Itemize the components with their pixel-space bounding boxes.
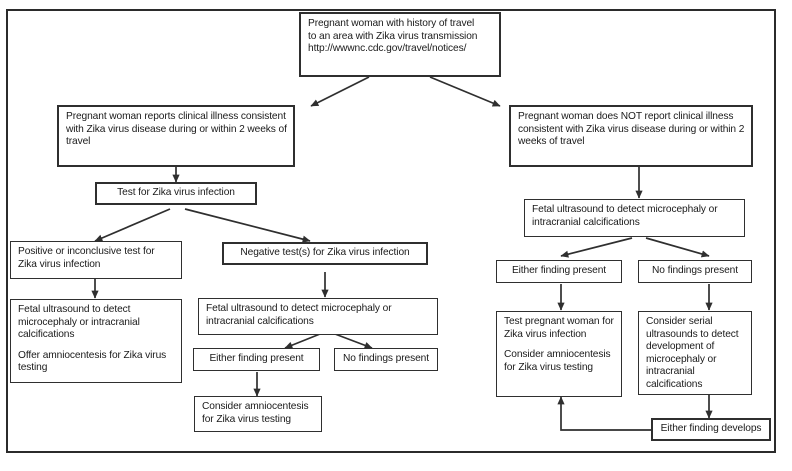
symptomatic-text: Pregnant woman reports clinical illness … (66, 111, 287, 148)
node-negative-amnio: Consider amniocentesis for Zika virus te… (194, 396, 322, 432)
start-line-3: http://wwwnc.cdc.gov/travel/notices/ (308, 43, 467, 55)
node-asymptomatic: Pregnant woman does NOT report clinical … (509, 105, 753, 167)
negative-amnio-line-1: Consider amniocentesis (202, 401, 309, 412)
asym-finding-present-text: Either finding present (511, 265, 607, 277)
asym-serial-text: Consider serial ultrasounds to detect de… (646, 316, 739, 390)
node-asymptomatic-ultrasound: Fetal ultrasound to detect microcephaly … (524, 199, 745, 237)
positive-action-para-2: Offer amniocentesis for Zika virus testi… (18, 349, 167, 374)
positive-test-text: Positive or inconclusive test for Zika v… (18, 246, 155, 270)
negative-test-text: Negative test(s) for Zika virus infectio… (240, 247, 410, 259)
start-line-2: to an area with Zika virus transmission (308, 30, 478, 42)
negative-amnio-line-2: for Zika virus testing (202, 413, 291, 425)
negative-finding-present-text: Either finding present (209, 353, 304, 365)
node-positive-test: Positive or inconclusive test for Zika v… (10, 241, 182, 279)
node-start: Pregnant woman with history of travel to… (299, 12, 501, 77)
node-test-zika: Test for Zika virus infection (95, 182, 257, 205)
asymptomatic-ultrasound-text: Fetal ultrasound to detect microcephaly … (532, 204, 718, 228)
node-asym-no-findings: No findings present (638, 260, 752, 283)
node-finding-develops: Either finding develops (651, 418, 771, 441)
node-negative-finding-present: Either finding present (193, 348, 320, 371)
node-positive-action: Fetal ultrasound to detect microcephaly … (10, 299, 182, 383)
finding-develops-text: Either finding develops (660, 423, 762, 435)
negative-no-findings-text: No findings present (343, 353, 429, 365)
asym-test-action-para-1: Test pregnant woman for Zika virus infec… (504, 316, 614, 340)
node-symptomatic: Pregnant woman reports clinical illness … (57, 105, 295, 167)
node-asym-test-action: Test pregnant woman for Zika virus infec… (496, 311, 622, 397)
node-negative-ultrasound: Fetal ultrasound to detect microcephaly … (198, 298, 438, 335)
start-line-1: Pregnant woman with history of travel (308, 18, 475, 29)
asym-no-findings-text: No findings present (652, 265, 738, 277)
node-negative-no-findings: No findings present (334, 348, 438, 371)
node-asym-serial: Consider serial ultrasounds to detect de… (638, 311, 752, 395)
test-zika-text: Test for Zika virus infection (117, 187, 235, 199)
node-asym-finding-present: Either finding present (496, 260, 622, 283)
asym-test-action-para-2: Consider amniocentesis for Zika virus te… (504, 349, 611, 373)
node-negative-test: Negative test(s) for Zika virus infectio… (222, 242, 428, 265)
positive-action-para-1: Fetal ultrasound to detect microcephaly … (18, 304, 140, 341)
negative-ultrasound-text: Fetal ultrasound to detect microcephaly … (206, 303, 392, 327)
asymptomatic-text: Pregnant woman does NOT report clinical … (518, 111, 745, 148)
